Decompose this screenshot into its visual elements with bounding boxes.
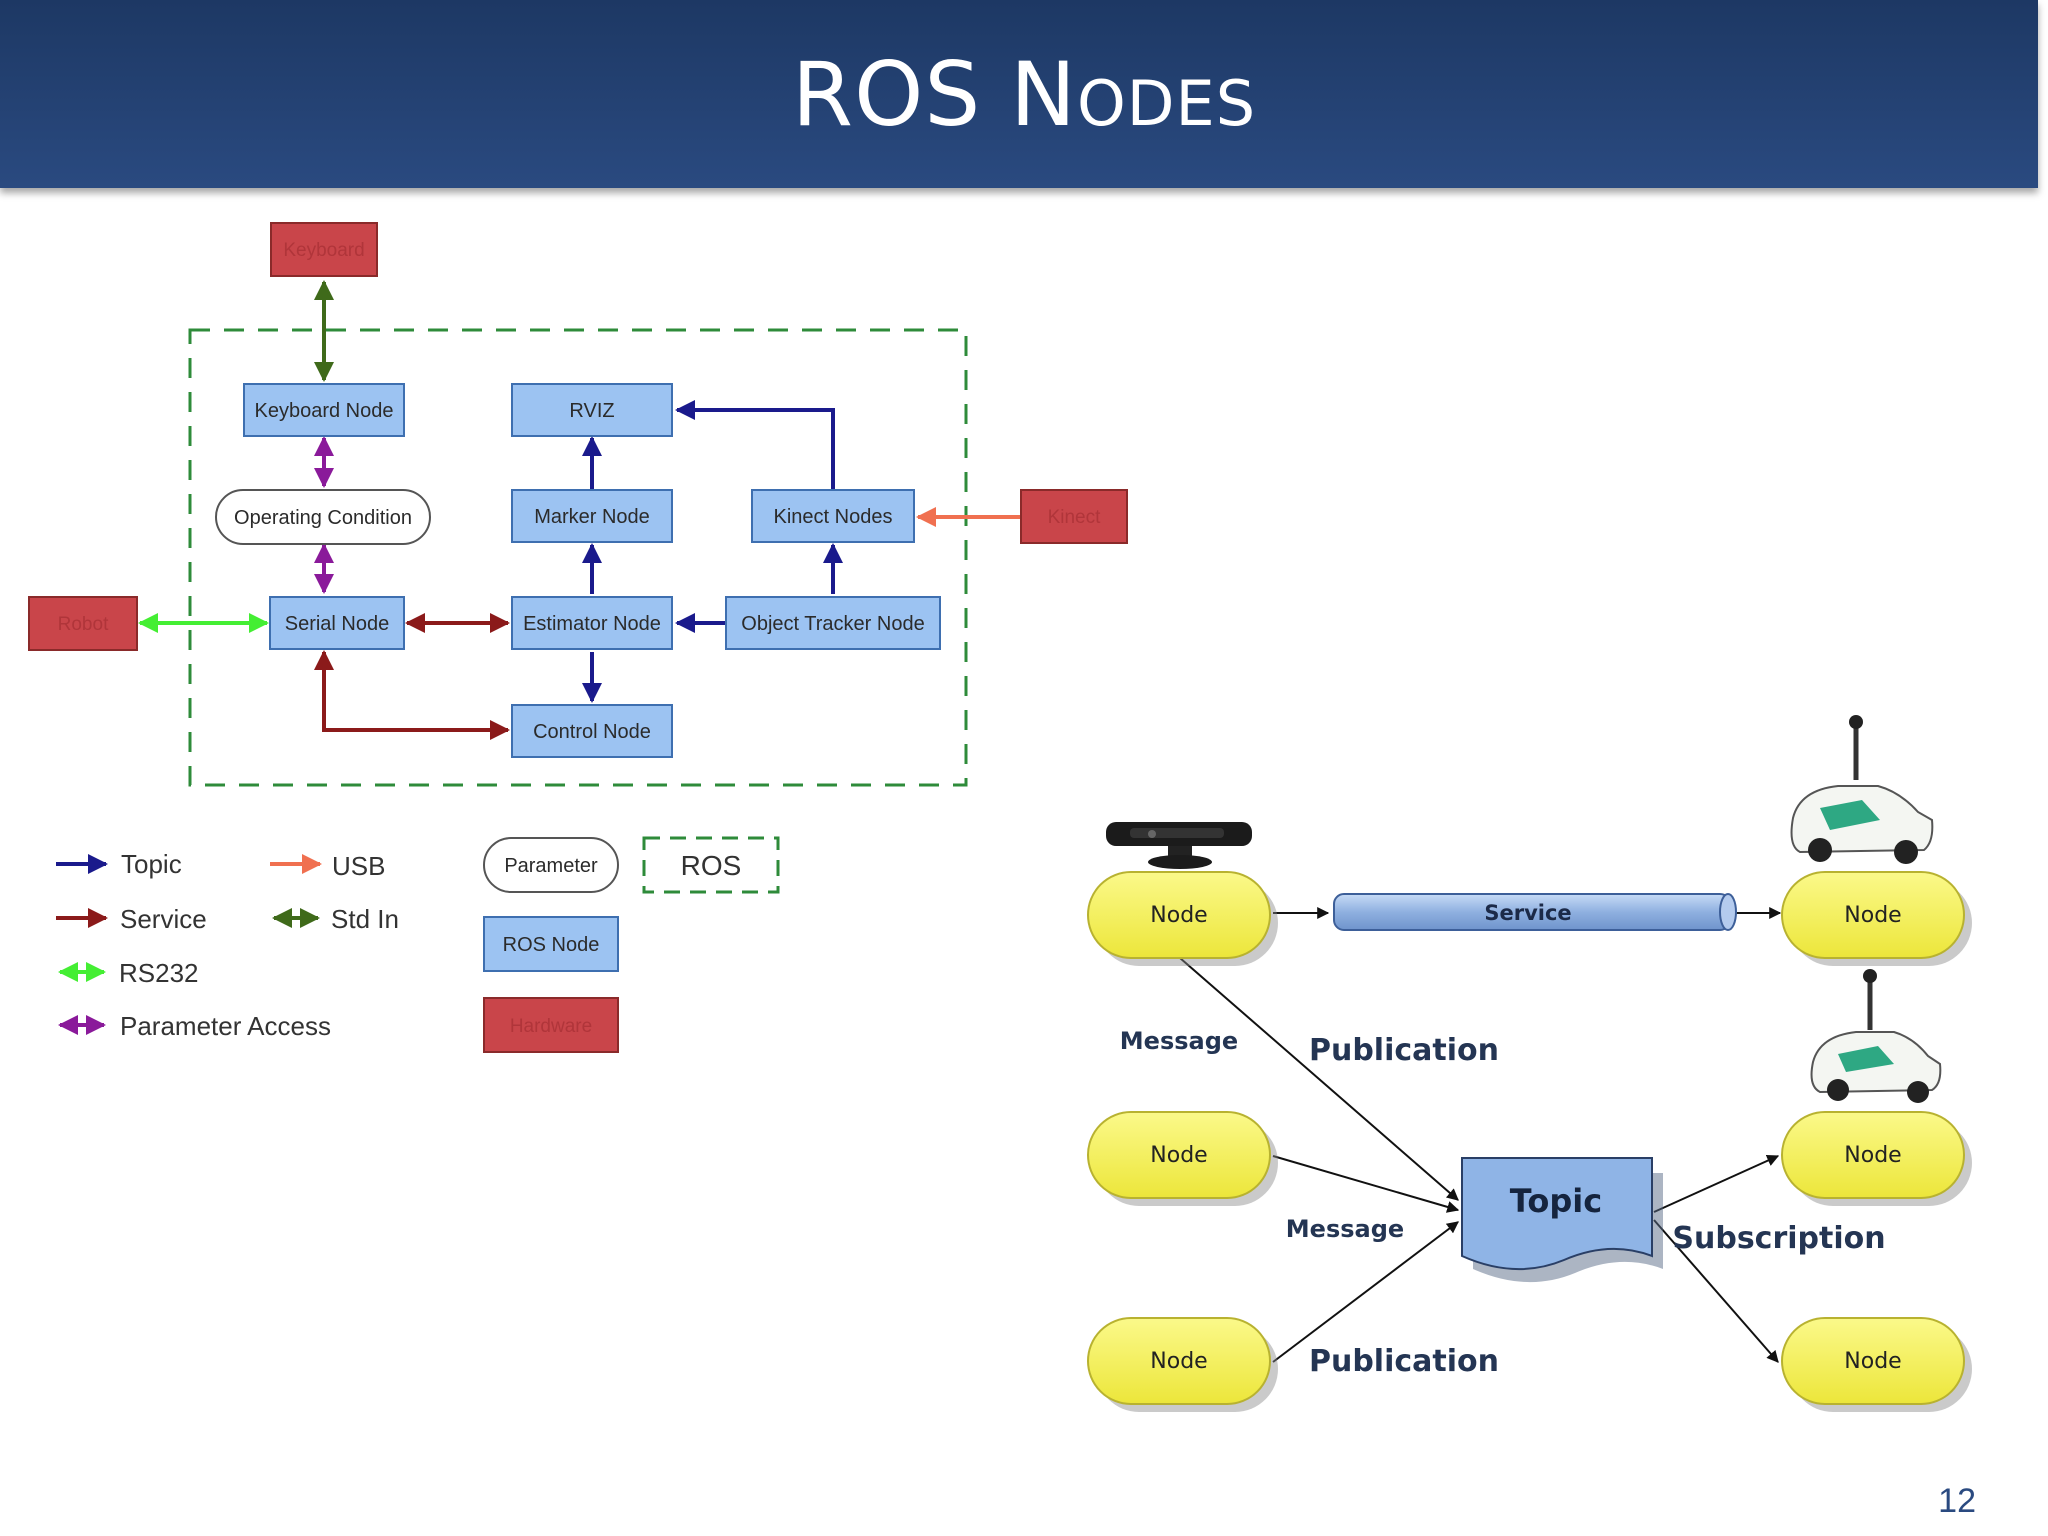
node-left-2-label: Node	[1150, 1143, 1207, 1168]
node-right-1: Node	[1781, 871, 1972, 966]
message-link	[1272, 1155, 1460, 1213]
node-left-3: Node	[1087, 1317, 1278, 1412]
subscription-label: Subscription	[1672, 1221, 1885, 1256]
topic-service-diagram: Service Topic Node Node Node Node	[1087, 715, 1972, 1412]
legend-ros-node-label: ROS Node	[503, 934, 600, 956]
legend-hardware-shape	[483, 997, 619, 1053]
kinect-hardware-box	[1020, 489, 1128, 544]
estimator-node-box	[511, 596, 673, 650]
control-node-box	[511, 704, 673, 758]
message-label-1: Message	[1120, 1027, 1238, 1055]
node-left-2: Node	[1087, 1111, 1278, 1206]
publication-link-top	[1179, 957, 1459, 1201]
publication-label-2: Publication	[1309, 1344, 1499, 1379]
node-left-1-label: Node	[1150, 903, 1207, 928]
node-right-2: Node	[1781, 1111, 1972, 1206]
serial-node-box	[269, 596, 405, 650]
title-bar	[0, 0, 2038, 188]
estimator-node-label: Estimator Node	[523, 613, 661, 635]
node-right-3-label: Node	[1844, 1349, 1901, 1374]
legend-service-label: Service	[120, 904, 207, 934]
node-left-1: Node	[1087, 871, 1278, 966]
control-node-label: Control Node	[533, 721, 651, 743]
service-channel	[1333, 893, 1737, 931]
legend: Topic Service RS232 Parameter Access USB…	[56, 836, 780, 1053]
legend-usb-label: USB	[332, 851, 385, 881]
slide-title: ROS Nodes	[791, 42, 1257, 146]
subscription-link-bottom	[1653, 1219, 1779, 1363]
robot-hardware-label: Robot	[58, 614, 109, 635]
robot-hardware-box	[28, 596, 138, 651]
street-view-car-icon	[1810, 969, 1942, 1103]
ros-boundary	[188, 328, 968, 787]
legend-rs232-label: RS232	[119, 958, 199, 988]
kinect-sensor-icon	[1106, 822, 1252, 869]
street-view-car-icon	[1790, 715, 1934, 864]
topic-label: Topic	[1510, 1182, 1602, 1220]
rviz-box	[511, 383, 673, 437]
serial-node-label: Serial Node	[285, 613, 390, 635]
keyboard-node-box	[243, 383, 405, 437]
kinect-nodes-box	[751, 489, 915, 543]
serial-control-service-link	[314, 650, 510, 740]
keyboard-hardware-label: Keyboard	[283, 240, 364, 261]
page-number: 12	[1938, 1482, 1976, 1520]
node-right-2-label: Node	[1844, 1143, 1901, 1168]
operating-condition-label: Operating Condition	[234, 507, 412, 529]
marker-node-box	[511, 489, 673, 543]
node-right-3: Node	[1781, 1317, 1972, 1412]
keyboard-node-label: Keyboard Node	[255, 400, 394, 422]
legend-parameter-access-label: Parameter Access	[120, 1011, 331, 1041]
kinect-rviz-topic-link	[675, 400, 835, 490]
legend-ros-shape	[642, 836, 780, 894]
marker-node-label: Marker Node	[534, 506, 650, 528]
legend-ros-node-shape	[483, 916, 619, 972]
object-tracker-node-label: Object Tracker Node	[741, 613, 924, 635]
legend-parameter-shape	[483, 837, 619, 893]
legend-hardware-label: Hardware	[510, 1016, 592, 1037]
topic-box	[1461, 1157, 1653, 1271]
subscription-link-top	[1653, 1154, 1780, 1213]
publication-label-1: Publication	[1309, 1033, 1499, 1068]
publication-link-bottom	[1272, 1221, 1459, 1363]
object-tracker-node-box	[725, 596, 941, 650]
legend-topic-label: Topic	[121, 849, 182, 879]
kinect-nodes-label: Kinect Nodes	[774, 506, 893, 528]
node-left-3-label: Node	[1150, 1349, 1207, 1374]
node-right-1-label: Node	[1844, 903, 1901, 928]
rviz-label: RVIZ	[569, 400, 614, 422]
ros-system-diagram: Keyboard Robot Kinect Keyboard Node RVIZ…	[28, 222, 1128, 1053]
kinect-hardware-label: Kinect	[1048, 507, 1102, 528]
operating-condition-parameter	[215, 489, 431, 545]
keyboard-hardware-box	[270, 222, 378, 277]
legend-std-in-label: Std In	[331, 904, 399, 934]
legend-ros-label: ROS	[681, 850, 742, 881]
service-label: Service	[1484, 901, 1571, 925]
legend-parameter-label: Parameter	[504, 855, 598, 877]
message-label-2: Message	[1286, 1215, 1404, 1243]
